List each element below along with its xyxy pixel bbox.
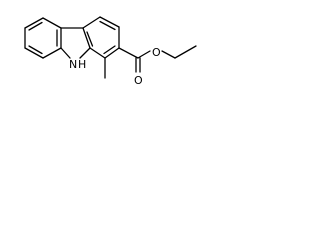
bond-benz-2 — [42, 17, 62, 29]
bond-benz-4 — [42, 47, 62, 59]
bond-pyrrole-c8a-n — [60, 47, 71, 59]
bond-ring2-2 — [99, 16, 120, 28]
bond-benz-double-3 — [28, 45, 43, 55]
bond-pyrrole-n-c9a — [79, 47, 91, 59]
atom-ester-oxygen-label: O — [152, 46, 161, 59]
bond-ring-carbonyl — [118, 47, 139, 59]
bond-benz-5 — [24, 47, 44, 59]
bond-ring2-double-1 — [99, 20, 116, 31]
bond-ring2-5 — [89, 47, 106, 59]
molecule-diagram: N H O O — [24, 16, 197, 87]
bond-benz-1 — [24, 17, 44, 29]
atom-nitrogen-label: N — [69, 58, 77, 71]
bond-ring2-4 — [104, 47, 120, 59]
bond-pyrrole-c4b-c4a — [82, 27, 91, 49]
bond-benz-double-1 — [28, 21, 43, 31]
bond-ring2-1 — [82, 16, 101, 29]
bond-ring2-double-3 — [86, 31, 94, 47]
bond-ring2-double-2 — [103, 45, 116, 55]
bond-oxygen-ethyl — [161, 50, 176, 59]
atom-carbonyl-oxygen-label: O — [134, 74, 143, 87]
bond-ethyl — [174, 45, 197, 59]
structure-canvas: N H O O — [0, 0, 232, 107]
bond-carbonyl-oxygen — [137, 50, 151, 59]
atom-hydrogen-label: H — [78, 58, 86, 71]
